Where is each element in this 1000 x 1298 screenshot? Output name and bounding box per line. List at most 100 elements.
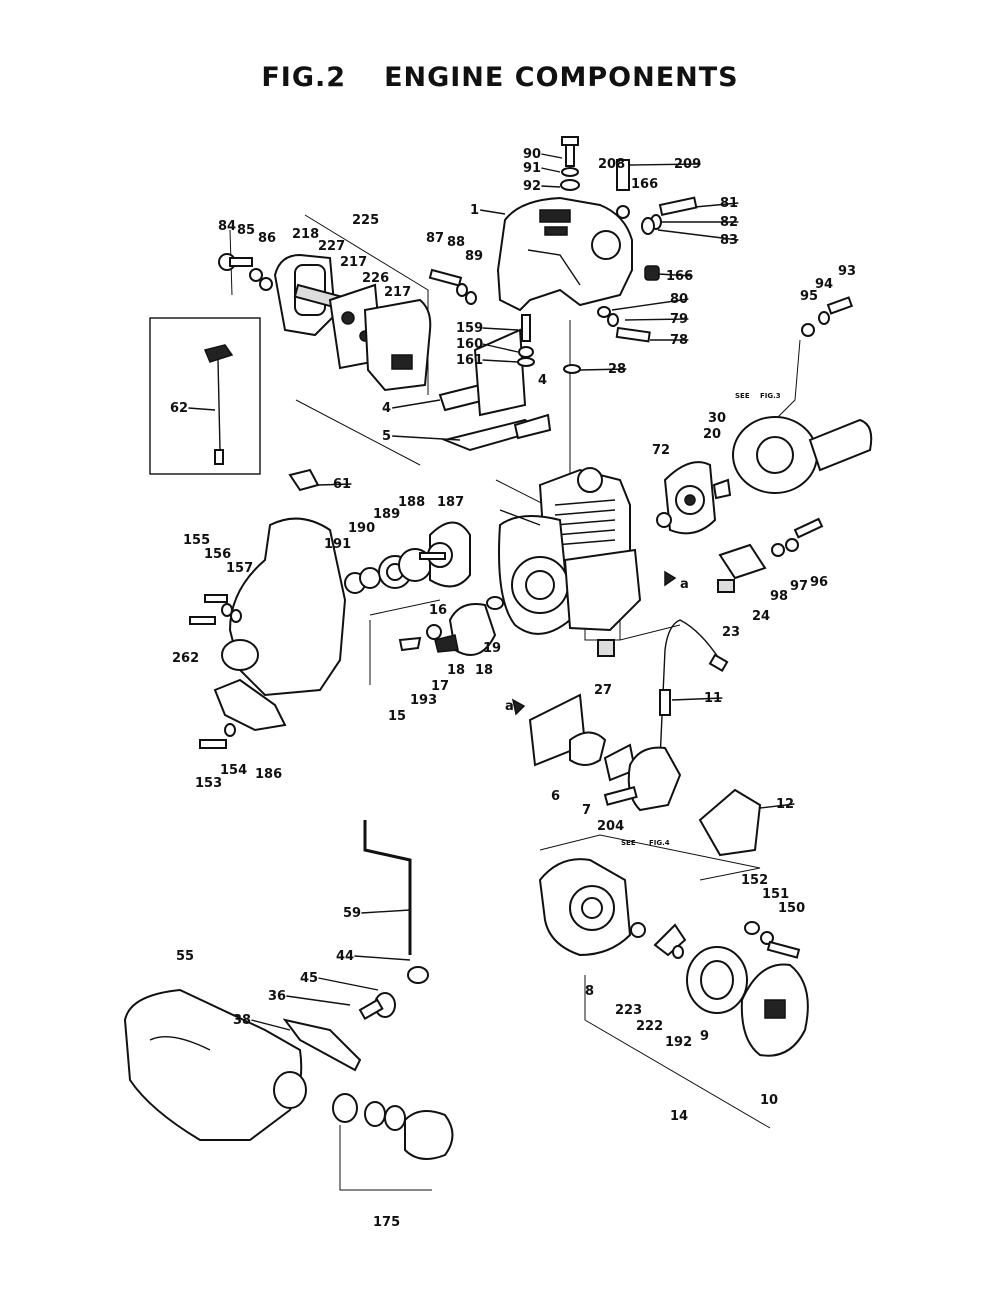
callout-4: 4: [382, 401, 391, 416]
engine-cylinder: [498, 467, 642, 657]
callout-19: 19: [483, 641, 501, 656]
leader-line-36: [286, 995, 351, 1006]
callout-80: 80: [670, 292, 688, 307]
callout-8: 8: [585, 984, 594, 999]
callout-217: 217: [340, 255, 367, 270]
figure-number: FIG.2: [261, 62, 347, 93]
callout-18: 18: [475, 663, 493, 678]
leader-line-81: [694, 202, 739, 208]
throttle-cable: [659, 619, 729, 761]
callout-24: 24: [752, 609, 770, 624]
callout-62: 62: [170, 401, 188, 416]
muffler-assembly: [218, 253, 432, 392]
leader-line-90: [541, 153, 563, 159]
see-fig4-ref: FIG.4: [649, 839, 670, 847]
callout-89: 89: [465, 249, 483, 264]
carburetor: [603, 746, 762, 857]
leader-line-83: [657, 229, 739, 241]
leader-line-92: [541, 185, 561, 188]
callout-155: 155: [183, 533, 210, 548]
callout-225: 225: [352, 213, 379, 228]
leader-line-45: [318, 977, 379, 991]
callout-208: 208: [598, 157, 625, 172]
callout-59: 59: [343, 906, 361, 921]
arrow-a-label: a: [680, 577, 689, 592]
callout-27: 27: [594, 683, 612, 698]
callout-5: 5: [382, 429, 391, 444]
see-label: SEE: [735, 392, 750, 400]
callout-152: 152: [741, 873, 768, 888]
callout-189: 189: [373, 507, 400, 522]
arrow-a-label: a: [505, 699, 514, 714]
leader-line-91: [541, 167, 561, 173]
leader-line-28: [579, 368, 627, 371]
callout-217: 217: [384, 285, 411, 300]
leader-line-38: [251, 1019, 291, 1031]
callout-222: 222: [636, 1019, 663, 1034]
callout-96: 96: [810, 575, 828, 590]
leader-line-62: [188, 407, 216, 411]
air-cleaner-base: [538, 858, 801, 959]
clutch-housing: [221, 468, 471, 697]
callout-90: 90: [523, 147, 541, 162]
callout-175: 175: [373, 1215, 400, 1230]
callout-160: 160: [456, 337, 483, 352]
callout-30: 30: [708, 411, 726, 426]
callout-88: 88: [447, 235, 465, 250]
callout-85: 85: [237, 223, 255, 238]
callout-7: 7: [582, 803, 591, 818]
callout-153: 153: [195, 776, 222, 791]
callout-166: 166: [666, 269, 693, 284]
callout-14: 14: [670, 1109, 688, 1124]
callout-4: 4: [538, 373, 547, 388]
callout-262: 262: [172, 651, 199, 666]
see-fig3-ref: FIG.3: [760, 392, 781, 400]
callout-226: 226: [362, 271, 389, 286]
fuel-tank: [123, 988, 454, 1160]
callout-98: 98: [770, 589, 788, 604]
callout-6: 6: [551, 789, 560, 804]
see-label: SEE: [621, 839, 636, 847]
callout-161: 161: [456, 353, 483, 368]
callout-36: 36: [268, 989, 286, 1004]
callout-151: 151: [762, 887, 789, 902]
leader-line-4: [392, 399, 441, 409]
callout-16: 16: [429, 603, 447, 618]
arrow-markers: [511, 570, 677, 716]
callout-186: 186: [255, 767, 282, 782]
callout-55: 55: [176, 949, 194, 964]
callout-86: 86: [258, 231, 276, 246]
air-cleaner-cover: [740, 963, 809, 1057]
callout-223: 223: [615, 1003, 642, 1018]
leader-line-1: [480, 209, 506, 215]
callout-10: 10: [760, 1093, 778, 1108]
callout-97: 97: [790, 579, 808, 594]
see-references: SEE FIG.3 SEE FIG.4 a a: [505, 392, 781, 847]
callout-166: 166: [631, 177, 658, 192]
callout-156: 156: [204, 547, 231, 562]
callout-218: 218: [292, 227, 319, 242]
leader-line-59: [361, 909, 411, 914]
leader-line-159: [482, 327, 519, 331]
callout-193: 193: [410, 693, 437, 708]
air-filter-element: [686, 946, 748, 1014]
callout-15: 15: [388, 709, 406, 724]
callout-91: 91: [523, 161, 541, 176]
callout-227: 227: [318, 239, 345, 254]
callout-192: 192: [665, 1035, 692, 1050]
leader-line-61: [317, 483, 352, 486]
callout-84: 84: [218, 219, 236, 234]
callout-93: 93: [838, 264, 856, 279]
callout-44: 44: [336, 949, 354, 964]
callout-83: 83: [720, 233, 738, 248]
callout-18: 18: [447, 663, 465, 678]
callout-87: 87: [426, 231, 444, 246]
clutch-shoes: [398, 596, 504, 656]
callout-92: 92: [523, 179, 541, 194]
callout-72: 72: [652, 443, 670, 458]
callout-191: 191: [324, 537, 351, 552]
